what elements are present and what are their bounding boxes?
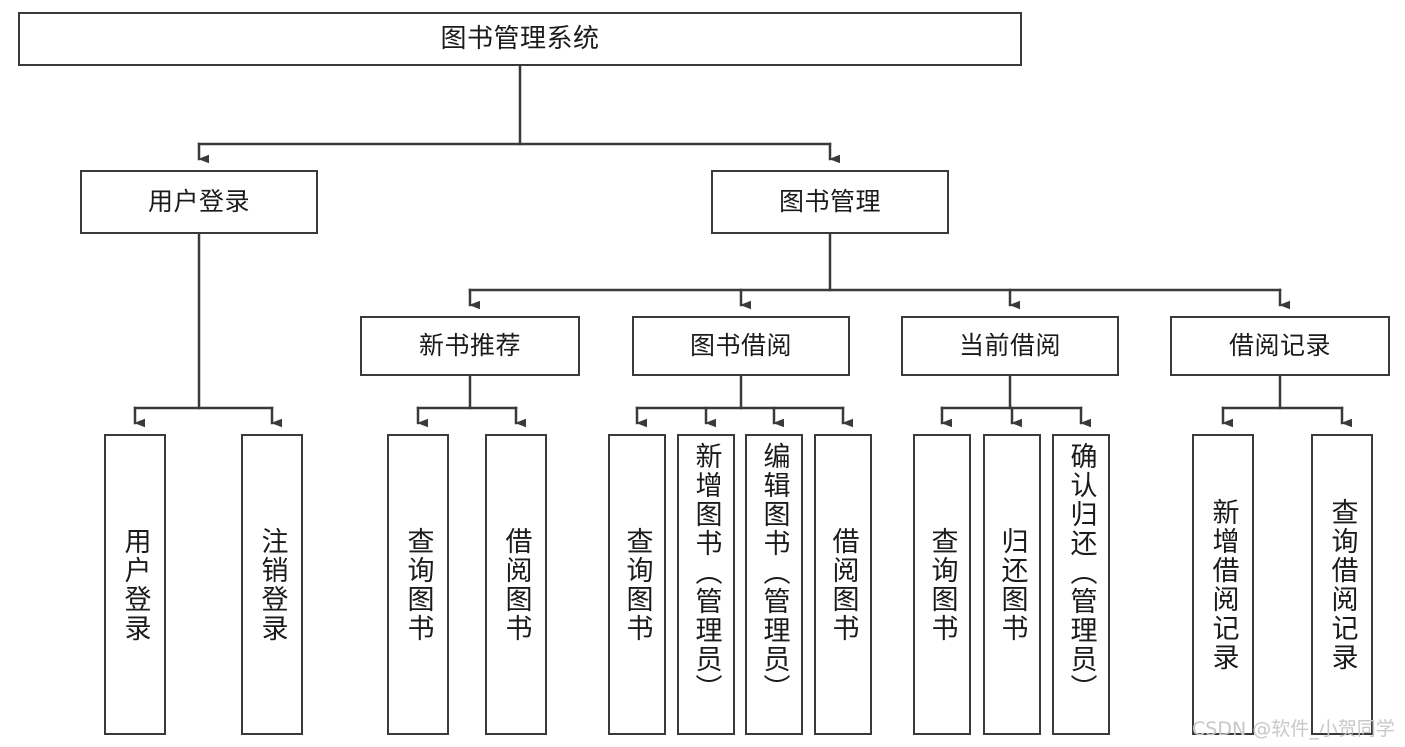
node-label: 借阅图书 bbox=[827, 526, 859, 643]
node-label: 查询图书 bbox=[926, 526, 958, 643]
node-leaf-newbook-query-book[interactable]: 查询图书 bbox=[387, 434, 449, 735]
node-label: 确认归还（管理员） bbox=[1065, 442, 1097, 703]
node-label: 编辑图书（管理员） bbox=[758, 442, 790, 703]
node-label: 归还图书 bbox=[996, 526, 1028, 643]
node-borrow-record[interactable]: 借阅记录 bbox=[1170, 316, 1390, 376]
node-label: 借阅记录 bbox=[1228, 331, 1331, 361]
node-label: 新增借阅记录 bbox=[1207, 497, 1239, 672]
node-leaf-record-add-record[interactable]: 新增借阅记录 bbox=[1192, 434, 1254, 735]
node-label: 用户登录 bbox=[147, 187, 250, 217]
node-leaf-borrow-add-book-admin[interactable]: 新增图书（管理员） bbox=[677, 434, 735, 735]
node-leaf-newbook-borrow-book[interactable]: 借阅图书 bbox=[485, 434, 547, 735]
node-user-login[interactable]: 用户登录 bbox=[80, 170, 318, 234]
csdn-watermark: CSDN @软件_小贺同学 bbox=[1192, 718, 1395, 740]
node-label: 当前借阅 bbox=[958, 331, 1061, 361]
node-leaf-borrow-edit-book-admin[interactable]: 编辑图书（管理员） bbox=[745, 434, 803, 735]
node-new-book-recommend[interactable]: 新书推荐 bbox=[360, 316, 580, 376]
node-leaf-record-query-record[interactable]: 查询借阅记录 bbox=[1311, 434, 1373, 735]
node-label: 注销登录 bbox=[256, 526, 288, 643]
node-leaf-user-login[interactable]: 用户登录 bbox=[104, 434, 166, 735]
node-leaf-logout[interactable]: 注销登录 bbox=[241, 434, 303, 735]
node-label: 新书推荐 bbox=[418, 331, 521, 361]
node-leaf-current-query-book[interactable]: 查询图书 bbox=[913, 434, 971, 735]
node-label: 图书管理系统 bbox=[440, 23, 600, 54]
node-label: 图书借阅 bbox=[689, 331, 792, 361]
node-label: 新增图书（管理员） bbox=[690, 442, 722, 703]
node-label: 查询借阅记录 bbox=[1326, 497, 1358, 672]
node-label: 借阅图书 bbox=[500, 526, 532, 643]
node-current-borrow[interactable]: 当前借阅 bbox=[901, 316, 1119, 376]
node-label: 用户登录 bbox=[119, 526, 151, 643]
node-label: 查询图书 bbox=[402, 526, 434, 643]
node-book-manage[interactable]: 图书管理 bbox=[711, 170, 949, 234]
node-leaf-borrow-query-book[interactable]: 查询图书 bbox=[608, 434, 666, 735]
node-leaf-borrow-borrow-book[interactable]: 借阅图书 bbox=[814, 434, 872, 735]
node-book-borrow[interactable]: 图书借阅 bbox=[632, 316, 850, 376]
node-label: 图书管理 bbox=[778, 187, 881, 217]
node-label: 查询图书 bbox=[621, 526, 653, 643]
node-root[interactable]: 图书管理系统 bbox=[18, 12, 1022, 66]
node-leaf-current-confirm-return-admin[interactable]: 确认归还（管理员） bbox=[1052, 434, 1110, 735]
node-leaf-current-return-book[interactable]: 归还图书 bbox=[983, 434, 1041, 735]
